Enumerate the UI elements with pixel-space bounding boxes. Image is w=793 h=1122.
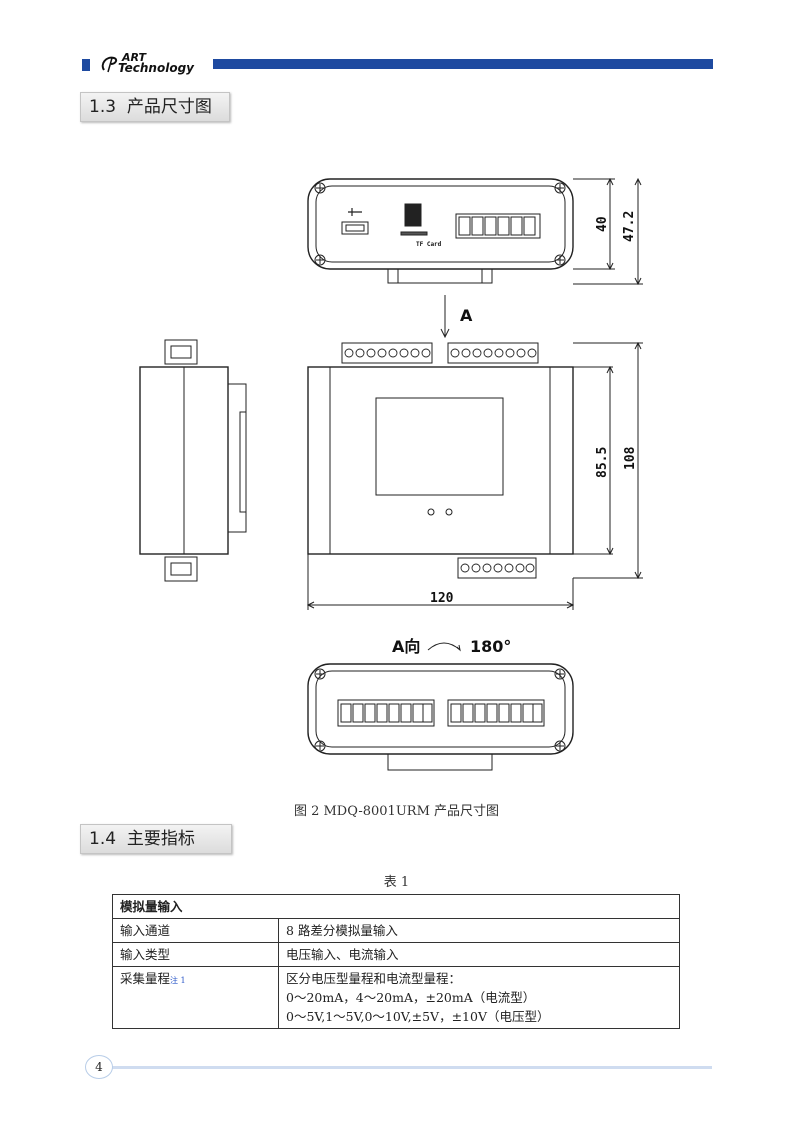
footer-line xyxy=(112,1066,712,1069)
spec-table: 模拟量输入 输入通道 8 路差分模拟量输入 输入类型 电压输入、电流输入 采集量… xyxy=(112,894,680,1029)
a-view xyxy=(307,642,574,771)
label-a-view: A向 xyxy=(392,637,420,656)
section-number: 1.3 xyxy=(89,97,117,117)
logo-swirl-icon xyxy=(101,56,118,73)
page-number: 4 xyxy=(85,1055,113,1079)
range-line: 区分电压型量程和电流型量程： xyxy=(286,971,462,986)
group-header: 模拟量输入 xyxy=(112,894,680,919)
table-row: 采集量程注 1 区分电压型量程和电流型量程： 0～20mA，4～20mA，±20… xyxy=(112,966,680,1029)
label-dim-120: 120 xyxy=(430,591,454,606)
figure-caption: 图 2 MDQ-8001URM 产品尺寸图 xyxy=(293,804,500,819)
label-dim-85-5: 85.5 xyxy=(595,447,610,478)
section-number: 1.4 xyxy=(89,829,117,849)
label-dim-40: 40 xyxy=(595,216,610,232)
side-view xyxy=(139,339,247,582)
label-dim-108: 108 xyxy=(623,446,638,470)
label-dim-47-2: 47.2 xyxy=(622,211,637,242)
brand-name-line2: Technology xyxy=(118,61,194,75)
row-value: 8 路差分模拟量输入 xyxy=(278,918,680,943)
section-title: 产品尺寸图 xyxy=(126,97,212,117)
section-heading-1-4: 1.4 主要指标 xyxy=(80,824,232,854)
range-label: 采集量程 xyxy=(120,971,171,986)
brand-name-line1: ART xyxy=(122,51,146,64)
range-line: 0～20mA，4～20mA，±20mA（电流型） xyxy=(286,990,536,1005)
row-label: 输入类型 xyxy=(112,942,279,967)
table-row: 输入通道 8 路差分模拟量输入 xyxy=(112,918,680,943)
section-heading-1-3: 1.3 产品尺寸图 xyxy=(80,92,230,122)
range-line: 0～5V,1～5V,0～10V,±5V，±10V（电压型） xyxy=(286,1009,550,1024)
row-label: 输入通道 xyxy=(112,918,279,943)
row-value: 电压输入、电流输入 xyxy=(278,942,680,967)
table-caption: 表 1 xyxy=(383,875,410,890)
section-title: 主要指标 xyxy=(126,829,195,849)
row-label: 采集量程注 1 xyxy=(112,966,279,1029)
label-view-arrow-a: A xyxy=(460,306,473,325)
header-marker xyxy=(82,59,90,71)
product-dimension-drawing: TF Card 40 47.2 A 85.5 108 120 A向 180° xyxy=(139,177,643,771)
header-bar xyxy=(213,59,713,69)
table-row: 模拟量输入 xyxy=(112,894,680,919)
top-view xyxy=(307,177,643,286)
front-view xyxy=(306,341,643,610)
footnote-link[interactable]: 注 1 xyxy=(170,976,186,985)
table-row: 输入类型 电压输入、电流输入 xyxy=(112,942,680,967)
label-rotate-180: 180° xyxy=(470,637,511,656)
label-tf-card: TF Card xyxy=(416,241,442,248)
brand-logo: ART Technology xyxy=(98,50,208,76)
row-value: 区分电压型量程和电流型量程： 0～20mA，4～20mA，±20mA（电流型） … xyxy=(278,966,680,1029)
